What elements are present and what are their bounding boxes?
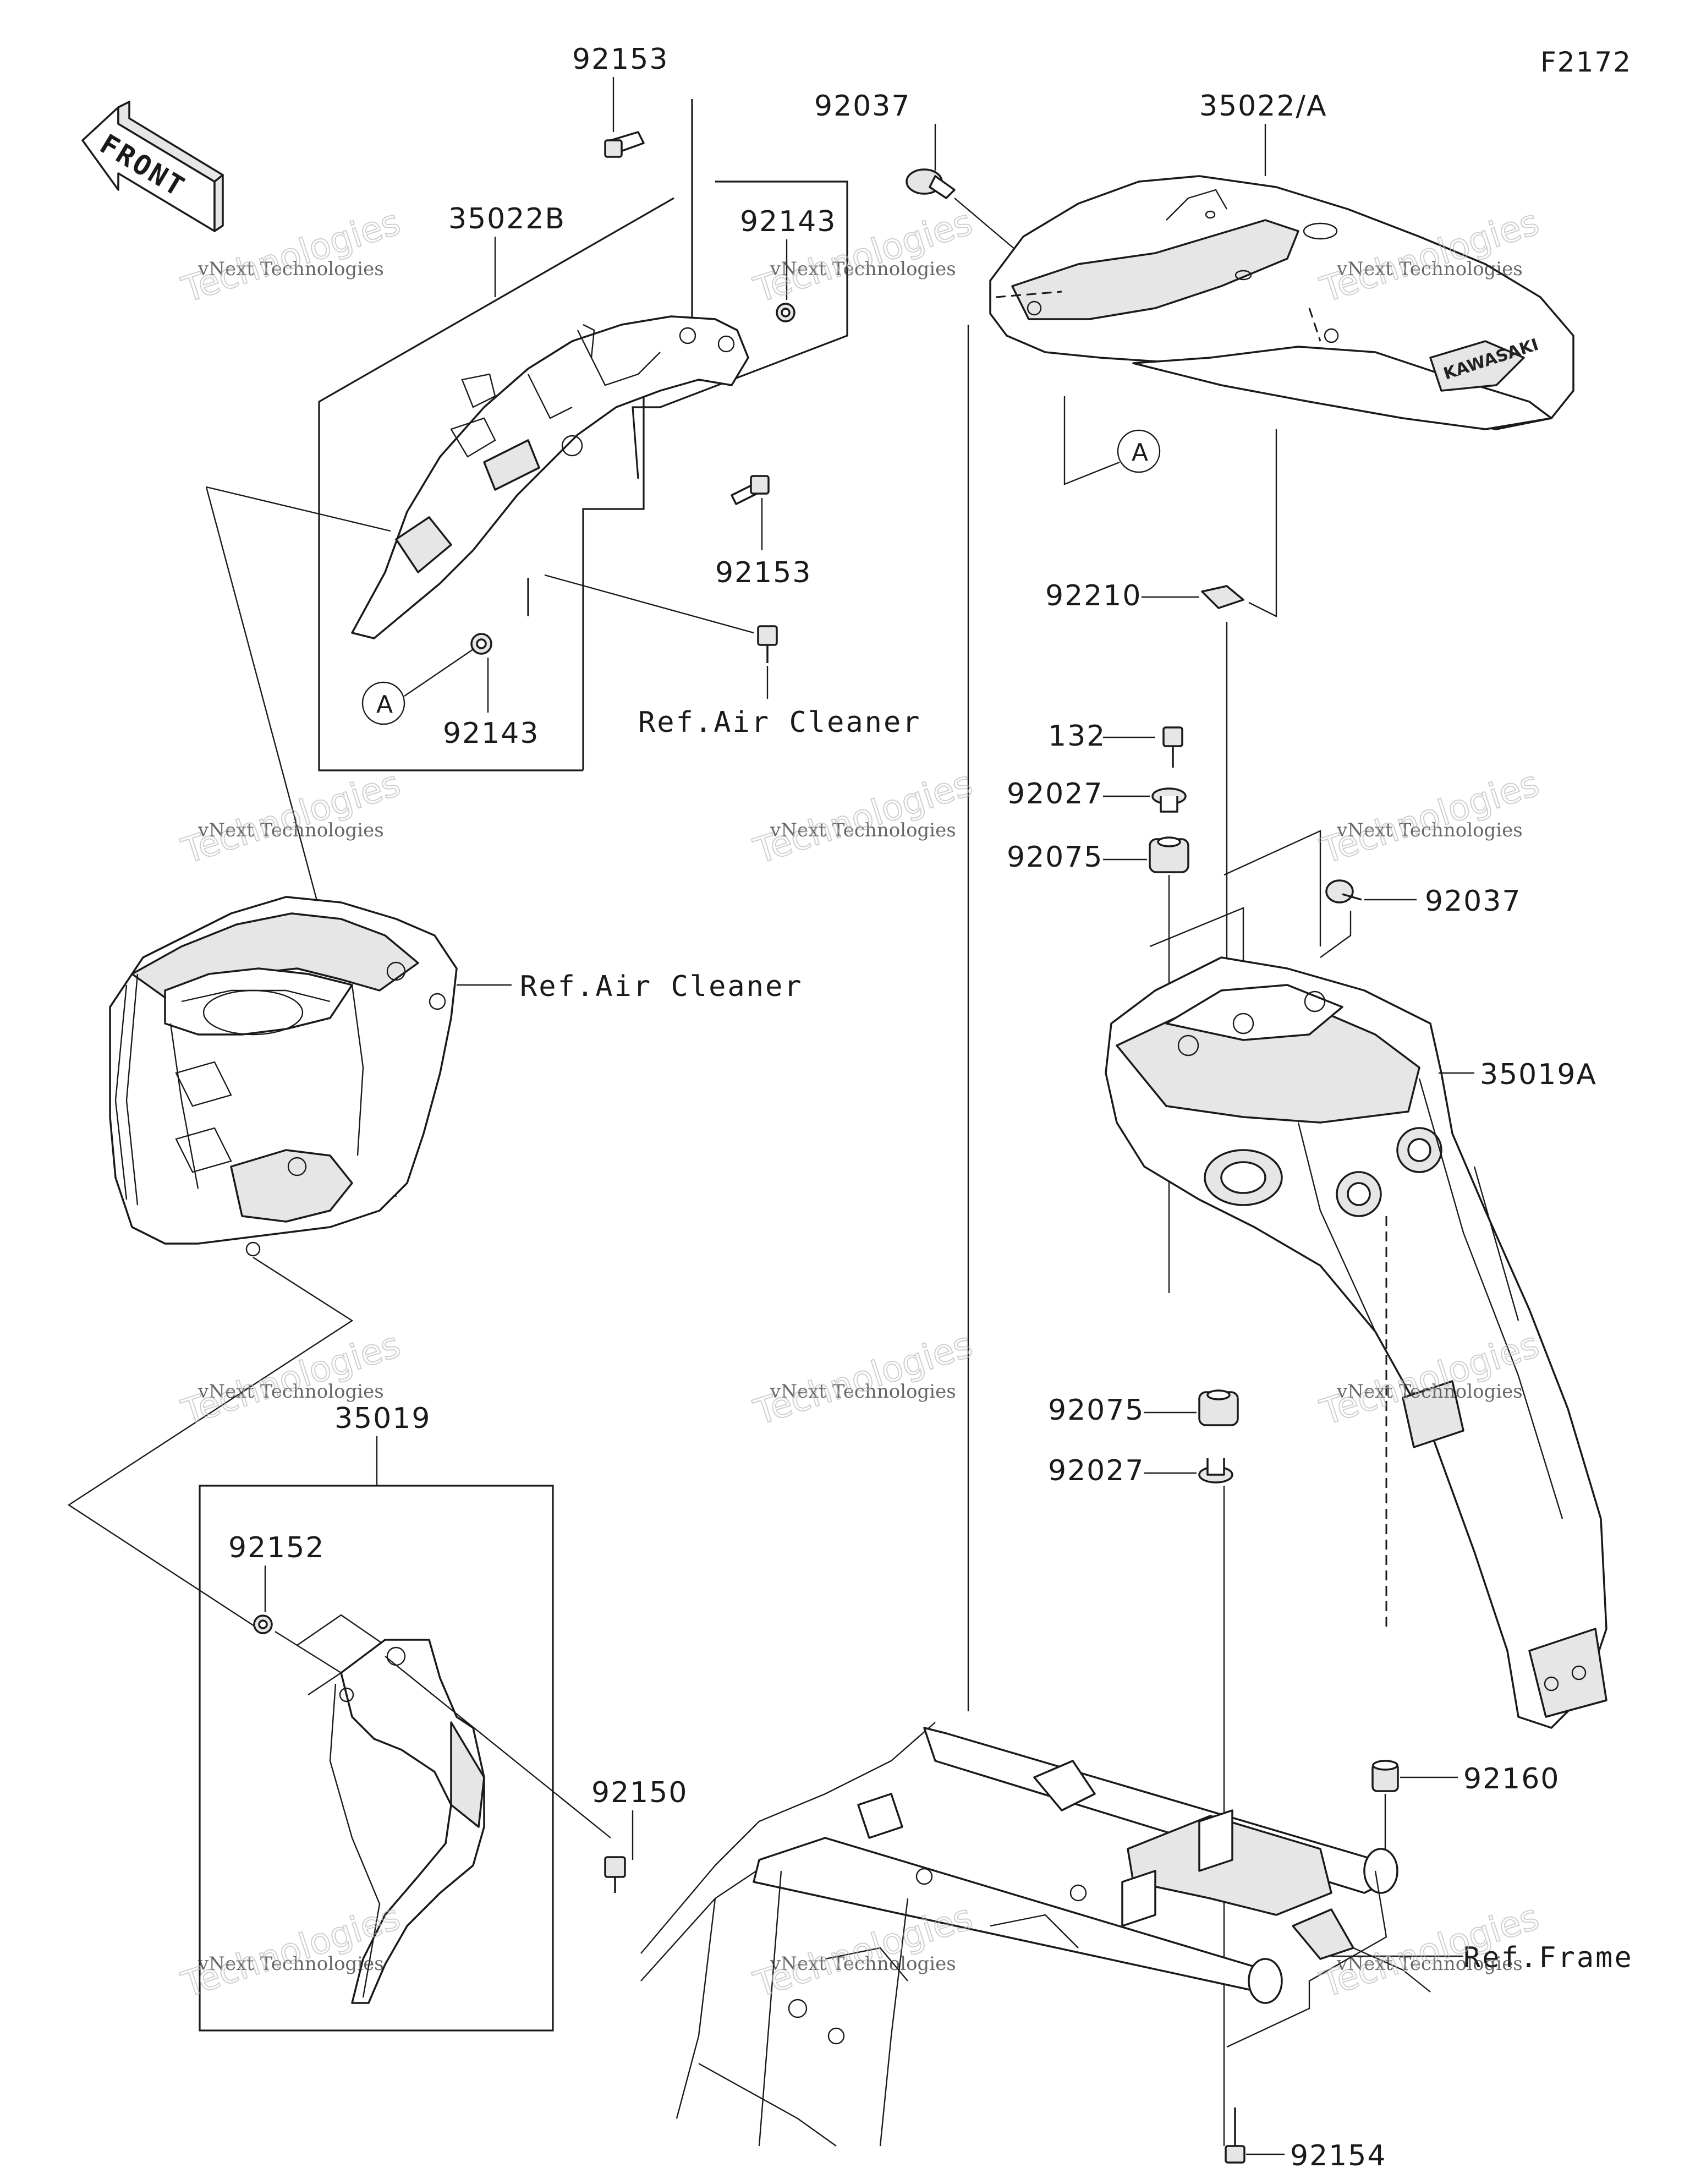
svg-text:Technologies: Technologies [177, 763, 405, 872]
air-cleaner-assembly [109, 896, 458, 1257]
clip-92037-right-icon [1325, 879, 1362, 904]
bolt-92153-top-icon [604, 131, 645, 158]
label-92143-bot: 92143 [443, 717, 539, 750]
ref-frame: Ref.Frame [1463, 1941, 1633, 1974]
label-132: 132 [1048, 720, 1106, 753]
svg-text:vNext Technologies: vNext Technologies [770, 1381, 956, 1403]
bolt-132-icon [1162, 726, 1183, 768]
bolt-92154-icon [1225, 2108, 1245, 2164]
label-92150: 92150 [591, 1776, 688, 1809]
svg-text:vNext Technologies: vNext Technologies [770, 258, 956, 280]
ref-air-cleaner-upper: Ref.Air Cleaner [638, 706, 921, 739]
label-92153-mid: 92153 [715, 556, 811, 589]
svg-text:vNext Technologies: vNext Technologies [770, 1953, 956, 1975]
svg-text:A: A [1132, 439, 1148, 467]
clip-92210-icon [1201, 585, 1244, 609]
svg-text:Technologies: Technologies [749, 1897, 978, 2006]
rear-bracket-35019a [1105, 956, 1607, 1729]
frame [640, 1722, 1431, 2147]
label-92037-top: 92037 [814, 90, 910, 123]
ref-air-cleaner-lower: Ref.Air Cleaner [520, 970, 803, 1003]
label-92075-bot: 92075 [1048, 1394, 1144, 1427]
svg-text:Technologies: Technologies [749, 763, 978, 872]
svg-text:vNext Technologies: vNext Technologies [1336, 1953, 1523, 1975]
label-35019: 35019 [334, 1402, 431, 1435]
bolt-92150-icon [604, 1856, 626, 1893]
svg-text:vNext Technologies: vNext Technologies [197, 1381, 384, 1403]
figure-id: F2172 [1540, 46, 1632, 78]
callout-a-left: A [361, 681, 405, 725]
screw-air-cleaner-icon [757, 625, 778, 663]
callout-a-right: A [1117, 429, 1161, 473]
label-92210: 92210 [1045, 579, 1142, 612]
svg-text:Technologies: Technologies [1316, 763, 1544, 872]
nut-92143-bot-icon [470, 633, 492, 655]
svg-text:vNext Technologies: vNext Technologies [197, 1953, 384, 1975]
label-92160: 92160 [1463, 1762, 1560, 1796]
svg-text:vNext Technologies: vNext Technologies [770, 819, 956, 841]
clip-92037-top-icon [906, 168, 956, 199]
svg-text:vNext Technologies: vNext Technologies [1336, 1381, 1523, 1403]
svg-text:vNext Technologies: vNext Technologies [1336, 819, 1523, 841]
svg-text:A: A [376, 691, 393, 719]
svg-text:vNext Technologies: vNext Technologies [1336, 258, 1523, 280]
label-92027-top: 92027 [1007, 778, 1103, 811]
svg-text:vNext Technologies: vNext Technologies [197, 819, 384, 841]
group-box-35019 [199, 1485, 554, 2032]
label-35022b: 35022B [448, 202, 566, 236]
nut-92152-icon [253, 1614, 273, 1634]
svg-text:vNext Technologies: vNext Technologies [197, 258, 384, 280]
label-92152: 92152 [228, 1531, 325, 1564]
label-92154: 92154 [1290, 2139, 1386, 2172]
svg-text:Technologies: Technologies [749, 1324, 978, 1433]
label-92153-top: 92153 [572, 43, 668, 76]
nut-92143-top-icon [776, 303, 795, 322]
collar-92160-icon [1371, 1760, 1399, 1792]
collar-92027-bot-icon [1198, 1458, 1233, 1484]
label-35019a: 35019A [1480, 1058, 1597, 1091]
damper-92075-bot-icon [1198, 1389, 1239, 1426]
label-92037-right: 92037 [1425, 885, 1521, 918]
inner-fender-35022b [351, 315, 749, 639]
front-arrow-icon: FRONT [81, 101, 224, 232]
label-92075-top: 92075 [1007, 841, 1103, 874]
label-35022a: 35022/A [1199, 90, 1327, 123]
bracket-35019 [329, 1639, 485, 2004]
bolt-92153-mid-icon [731, 475, 770, 505]
label-92027-bot: 92027 [1048, 1454, 1144, 1487]
label-92143-top: 92143 [740, 205, 836, 238]
rear-fender-35022a: KAWASAKI [989, 175, 1574, 430]
damper-92075-top-icon [1149, 836, 1189, 873]
collar-92027-top-icon [1151, 787, 1187, 813]
